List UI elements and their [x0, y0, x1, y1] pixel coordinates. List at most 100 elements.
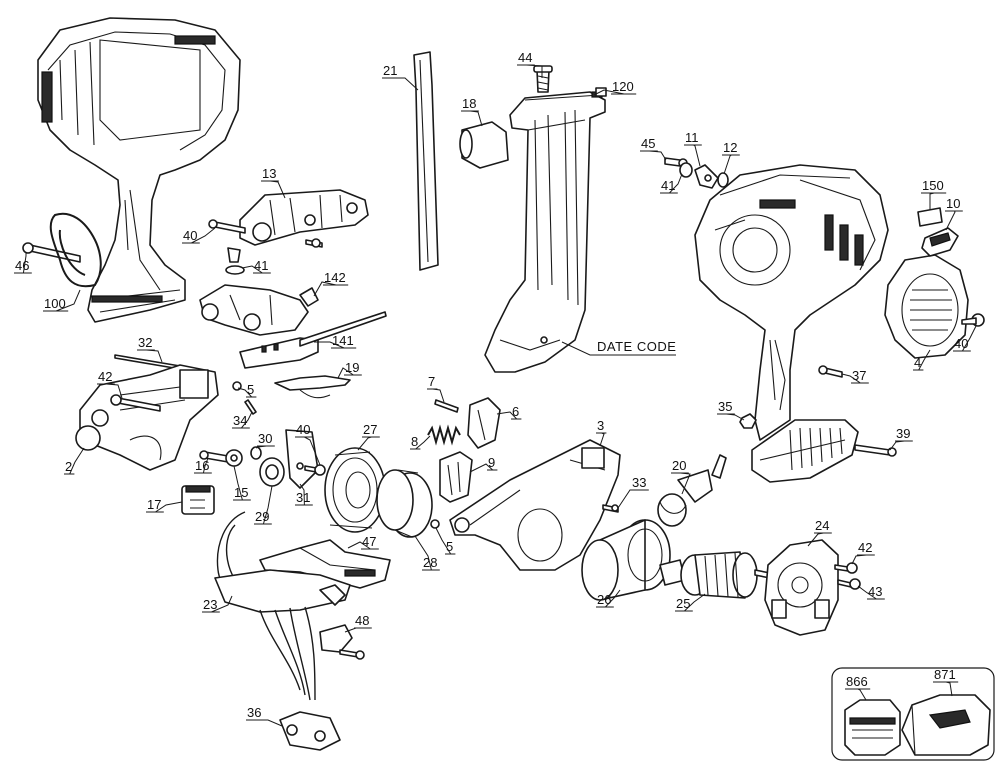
callout-c39: 39 — [896, 426, 910, 441]
callout-c36: 36 — [247, 705, 261, 720]
part-41-washer-b — [679, 162, 693, 178]
part-29-ring — [259, 457, 285, 487]
callout-c27: 27 — [363, 422, 377, 437]
callout-c3: 3 — [597, 418, 604, 433]
part-16-pin — [199, 450, 229, 463]
callout-c31: 31 — [296, 490, 310, 505]
leader-c35 — [726, 413, 745, 421]
part-26-sleeve — [581, 519, 671, 601]
part-27-flywheel — [324, 447, 386, 533]
part-28-cylinder — [376, 469, 433, 538]
part-23-wire-harness — [214, 511, 351, 701]
callout-c35: 35 — [718, 399, 732, 414]
callout-c142: 142 — [324, 270, 346, 285]
callout-c32: 32 — [138, 335, 152, 350]
leader-c46 — [22, 252, 27, 274]
leader-c37 — [841, 373, 861, 384]
part-100-spring — [49, 212, 102, 288]
callout-c141: 141 — [332, 333, 354, 348]
callout-c19: 19 — [345, 360, 359, 375]
date-code-label: DATE CODE — [597, 339, 676, 354]
callout-c8: 8 — [411, 434, 418, 449]
leader-c120 — [593, 89, 625, 96]
part-40-screw-a — [208, 219, 323, 248]
callout-c48: 48 — [355, 613, 369, 628]
leader-c28 — [414, 535, 432, 571]
leader-c141 — [314, 341, 345, 349]
part-32-pin — [114, 354, 181, 370]
leader-c36 — [255, 719, 283, 727]
leader-c12 — [723, 154, 732, 175]
part-24-end-cap — [764, 539, 839, 636]
leader-c2 — [69, 447, 85, 475]
leader-c9 — [469, 463, 494, 473]
part-25-armature — [659, 551, 771, 599]
leader-c33 — [617, 489, 641, 509]
callout-c15: 15 — [234, 485, 248, 500]
callout-c42b: 42 — [858, 540, 872, 555]
part-142-mechanism — [199, 284, 319, 336]
leader-c866 — [857, 688, 867, 701]
leader-c41a — [241, 265, 263, 274]
leader-c871 — [945, 681, 953, 697]
part-42-screw-a — [110, 394, 161, 412]
callout-c34: 34 — [233, 413, 247, 428]
callout-c120: 120 — [612, 79, 634, 94]
callout-c42a: 42 — [98, 369, 112, 384]
part-35-nut — [739, 413, 757, 429]
part-19-clip — [274, 375, 351, 399]
part-17-block — [181, 485, 215, 515]
callout-c40b: 40 — [296, 422, 310, 437]
part-33-screw — [602, 504, 619, 513]
part-3-motor-bracket — [449, 439, 621, 571]
callout-c23: 23 — [203, 597, 217, 612]
callout-c21: 21 — [383, 63, 397, 78]
leader-c142 — [313, 281, 337, 297]
callout-c33: 33 — [632, 475, 646, 490]
part-141-blade — [239, 311, 387, 369]
callout-c4: 4 — [914, 355, 921, 370]
callout-c866: 866 — [846, 674, 868, 689]
part-34-pin — [244, 399, 257, 415]
leader-c11 — [693, 144, 701, 167]
leader-c40b — [304, 436, 321, 466]
callout-c13: 13 — [262, 166, 276, 181]
leader-c4 — [918, 349, 931, 371]
callout-c16: 16 — [195, 458, 209, 473]
leader-c45 — [649, 150, 667, 161]
leader-c26 — [605, 589, 621, 608]
callout-c45: 45 — [641, 136, 655, 151]
part-21-strip — [413, 51, 439, 271]
leader-c15 — [233, 465, 243, 501]
leader-c5a — [237, 387, 253, 398]
leader-c3 — [599, 432, 605, 447]
right-housing — [694, 164, 889, 441]
part-30-washer — [250, 446, 262, 460]
callout-c12: 12 — [723, 140, 737, 155]
leader-c6 — [496, 411, 518, 420]
part-150-label — [917, 207, 943, 227]
callout-c40c: 40 — [954, 336, 968, 351]
callout-c871: 871 — [934, 667, 956, 682]
callout-c41a: 41 — [254, 258, 268, 273]
date-code-leader — [561, 341, 676, 356]
callout-c5b: 5 — [446, 539, 453, 554]
callout-c7: 7 — [428, 374, 435, 389]
part-36-terminal — [279, 711, 341, 751]
part-37-screw — [818, 365, 843, 378]
callout-c43: 43 — [868, 584, 882, 599]
part-2-bracket — [75, 364, 219, 471]
leader-c31 — [299, 483, 305, 506]
leader-c17 — [155, 501, 183, 513]
part-43-screw — [837, 578, 861, 590]
leader-c16 — [202, 457, 209, 474]
part-10-plate — [921, 227, 959, 257]
left-housing-half — [37, 17, 241, 323]
callout-c41b: 41 — [661, 178, 675, 193]
callout-c47: 47 — [362, 534, 376, 549]
callout-c44: 44 — [518, 50, 532, 65]
part-31-lever — [285, 429, 319, 489]
leader-c10 — [945, 210, 956, 231]
leader-c100 — [55, 289, 81, 312]
